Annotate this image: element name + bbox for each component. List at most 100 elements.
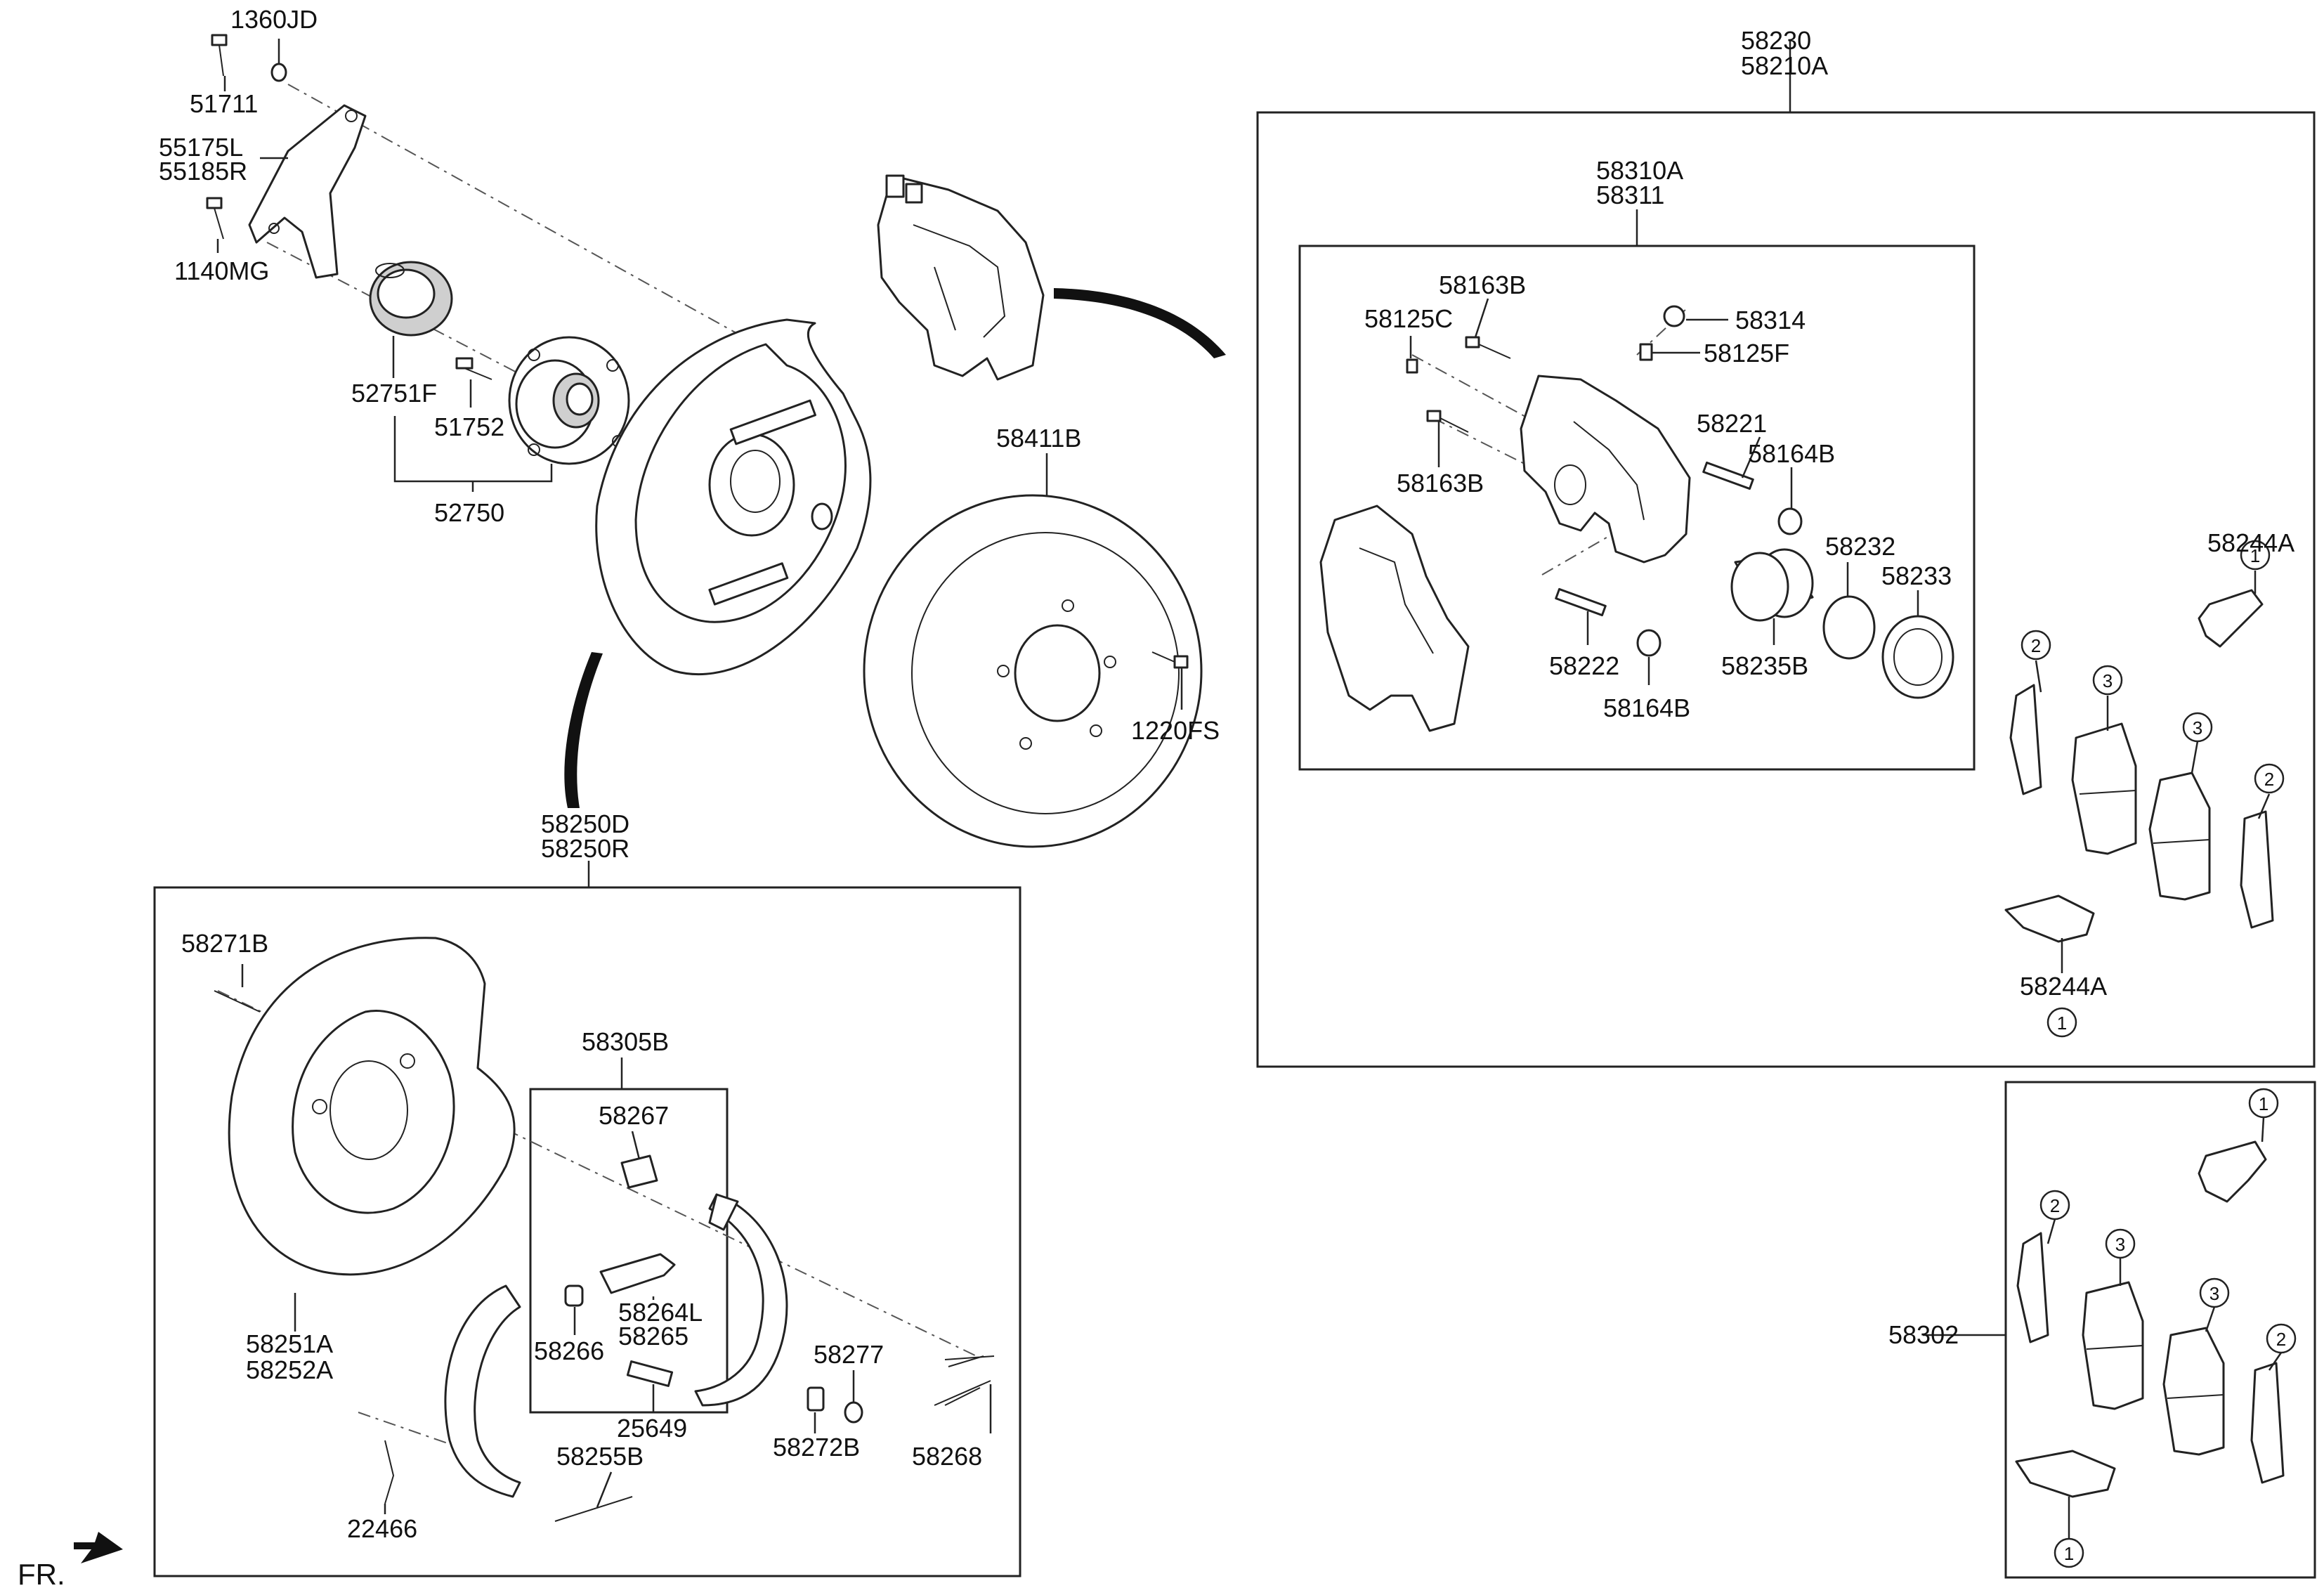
spring-58272b-icon (807, 1386, 825, 1412)
seal-58232-icon (1822, 595, 1876, 660)
kit-pad-3-right-icon (2162, 1327, 2225, 1456)
label-58210a: 58210A (1741, 51, 1828, 80)
brake-shoe-rear-icon (444, 1284, 521, 1498)
label-58271b: 58271B (181, 929, 268, 958)
callout-3-a: 3 (2092, 665, 2123, 696)
spring-clip-58244a-bot-icon (2004, 894, 2095, 943)
spring-clip-58244a-top-icon (2198, 589, 2264, 648)
label-52751f: 52751F (351, 379, 437, 408)
label-58272b: 58272B (773, 1433, 860, 1462)
pad-kit-box (2004, 1081, 2316, 1579)
washer-58277-icon (844, 1401, 863, 1424)
svg-text:2: 2 (2264, 769, 2274, 790)
label-1140mg: 1140MG (174, 256, 269, 285)
kit-shim-2-left-icon (2016, 1232, 2049, 1343)
seal-52751f-icon (369, 261, 453, 337)
pin-58221-icon (1702, 461, 1754, 490)
label-58267: 58267 (599, 1101, 669, 1130)
pin-22466-icon (384, 1440, 395, 1504)
piston-58235b-icon (1730, 548, 1814, 622)
svg-text:3: 3 (2103, 670, 2113, 691)
boot-58164b-top-icon (1777, 507, 1803, 535)
label-22466: 22466 (347, 1514, 417, 1543)
washer-1360jd-icon (270, 63, 287, 82)
svg-text:3: 3 (2209, 1283, 2219, 1304)
bleeder-58125f-icon (1639, 343, 1653, 361)
callout-2-a: 2 (2021, 630, 2051, 660)
kit-shim-2-right-icon (2250, 1362, 2285, 1484)
svg-text:1: 1 (2057, 1013, 2067, 1034)
label-58222: 58222 (1549, 651, 1619, 680)
label-51752: 51752 (434, 412, 504, 441)
arrow-backplate-to-box (564, 652, 603, 808)
brake-shoe-front-icon (694, 1193, 788, 1407)
label-55175l: 55175L (159, 133, 243, 162)
label-58230: 58230 (1741, 26, 1811, 55)
pad-3-right-icon (2148, 772, 2211, 901)
label-58163b-mid: 58163B (1397, 469, 1484, 497)
label-58164b-top: 58164B (1748, 439, 1835, 468)
caliper-carrier-icon (1319, 505, 1470, 732)
callout-2-d: 2 (2266, 1323, 2297, 1354)
label-58164b-bot: 58164B (1603, 694, 1690, 722)
label-55185r: 55185R (159, 157, 247, 186)
svg-text:2: 2 (2031, 635, 2041, 656)
callout-1-a: 1 (2240, 540, 2271, 571)
arrow-caliper-to-box (1054, 288, 1226, 358)
label-58250r: 58250R (541, 834, 629, 863)
callout-3-b: 3 (2182, 712, 2213, 743)
spring-58268-icon (934, 1355, 995, 1406)
kit-clip-top-icon (2198, 1140, 2267, 1203)
pin-58271b-icon (214, 990, 261, 1013)
svg-text:3: 3 (2193, 717, 2202, 738)
kit-clip-bot-icon (2015, 1450, 2116, 1498)
bolt-51752-icon (455, 357, 492, 380)
label-58277: 58277 (814, 1340, 884, 1369)
caliper-top-icon (877, 174, 1045, 381)
callout-2-c: 2 (2039, 1190, 2070, 1221)
kit-pad-3-left-icon (2082, 1281, 2144, 1410)
pin-58222-icon (1555, 587, 1607, 617)
svg-text:2: 2 (2276, 1329, 2286, 1350)
callout-2-b: 2 (2254, 763, 2285, 794)
label-58314: 58314 (1735, 306, 1806, 334)
pin-58266-icon (564, 1284, 584, 1307)
label-58233: 58233 (1881, 561, 1952, 590)
label-58266: 58266 (534, 1336, 604, 1365)
cap-58314-icon (1663, 305, 1685, 327)
pad-shim-2-left-icon (2009, 684, 2042, 795)
caliper-housing-icon (1520, 375, 1691, 564)
svg-text:1: 1 (2064, 1543, 2074, 1564)
clip-58267-icon (620, 1154, 658, 1189)
callout-1-b: 1 (2046, 1007, 2077, 1038)
callout-1-d: 1 (2054, 1537, 2084, 1568)
spring-58255b-icon (554, 1496, 633, 1522)
bolt-58163b-mid-icon (1426, 410, 1469, 433)
shoe-kit-box (529, 1088, 729, 1414)
pad-3-left-icon (2071, 722, 2137, 855)
svg-text:3: 3 (2115, 1234, 2125, 1255)
label-1360jd: 1360JD (230, 5, 318, 34)
label-58244a-bot: 58244A (2020, 972, 2107, 1001)
front-direction-arrow-icon (74, 1532, 123, 1563)
label-52750: 52750 (434, 498, 504, 527)
label-58268: 58268 (912, 1442, 982, 1471)
label-58221: 58221 (1697, 409, 1767, 438)
svg-text:1: 1 (2259, 1093, 2268, 1114)
label-58235b: 58235B (1721, 651, 1808, 680)
label-58265: 58265 (618, 1322, 688, 1351)
strut-58264l-icon (599, 1253, 676, 1294)
backing-plate-58251a-icon (228, 937, 516, 1276)
label-58302: 58302 (1888, 1320, 1959, 1349)
adjuster-25649-icon (626, 1360, 674, 1387)
pad-shim-2-right-icon (2240, 810, 2274, 929)
label-58125c: 58125C (1364, 304, 1453, 333)
svg-text:1: 1 (2250, 545, 2260, 566)
bolt-1140mg-icon (206, 197, 224, 240)
brake-disc-58411b-icon (863, 494, 1203, 848)
label-58244a-top: 58244A (2207, 528, 2294, 557)
label-58252a: 58252A (246, 1355, 333, 1384)
label-58163b-top: 58163B (1439, 271, 1526, 299)
label-58232: 58232 (1825, 532, 1895, 561)
callout-1-c: 1 (2248, 1088, 2279, 1119)
